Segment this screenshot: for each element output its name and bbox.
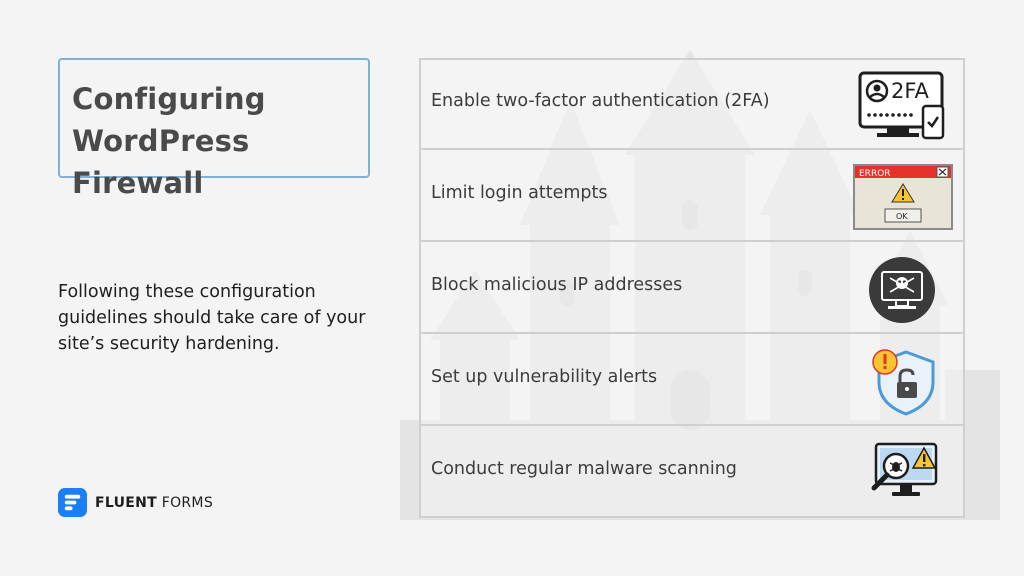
step-label: Block malicious IP addresses	[431, 275, 683, 295]
title-box: Configuring WordPress Firewall	[58, 58, 370, 200]
brand-name: FLUENT FORMS	[95, 495, 213, 511]
step-label: Limit login attempts	[431, 183, 608, 203]
step-label: Conduct regular malware scanning	[431, 459, 737, 479]
title-line-1: Configuring	[72, 82, 266, 116]
brand-logo: FLUENT FORMS	[58, 488, 213, 517]
2fa-icon: 2FA	[858, 71, 945, 140]
list-item: Set up vulnerability alerts	[421, 336, 963, 426]
malware-scan-icon	[871, 442, 938, 496]
step-label: Set up vulnerability alerts	[431, 367, 658, 387]
steps-panel: Enable two-factor authentication (2FA) 2…	[419, 58, 965, 518]
error-dialog-title: ERROR	[859, 169, 891, 179]
description-text: Following these configuration guidelines…	[58, 282, 366, 354]
2fa-badge-text: 2FA	[891, 79, 930, 103]
shield-lock-icon	[872, 349, 935, 416]
fluent-forms-logo-icon	[58, 488, 87, 517]
page-title: Configuring WordPress Firewall	[72, 78, 368, 204]
list-item: Enable two-factor authentication (2FA) 2…	[421, 60, 963, 150]
error-dialog-ok: OK	[896, 212, 908, 221]
skull-monitor-icon	[869, 257, 935, 323]
list-item: Block malicious IP addresses	[421, 244, 963, 334]
brand-name-strong: FLUENT	[95, 494, 157, 511]
title-line-2: WordPress Firewall	[72, 124, 250, 200]
list-item: Limit login attempts ERROR OK	[421, 152, 963, 242]
brand-name-light: FORMS	[156, 494, 214, 511]
error-dialog-icon: ERROR OK	[853, 164, 953, 230]
step-label: Enable two-factor authentication (2FA)	[431, 91, 770, 111]
list-item: Conduct regular malware scanning	[421, 428, 963, 518]
